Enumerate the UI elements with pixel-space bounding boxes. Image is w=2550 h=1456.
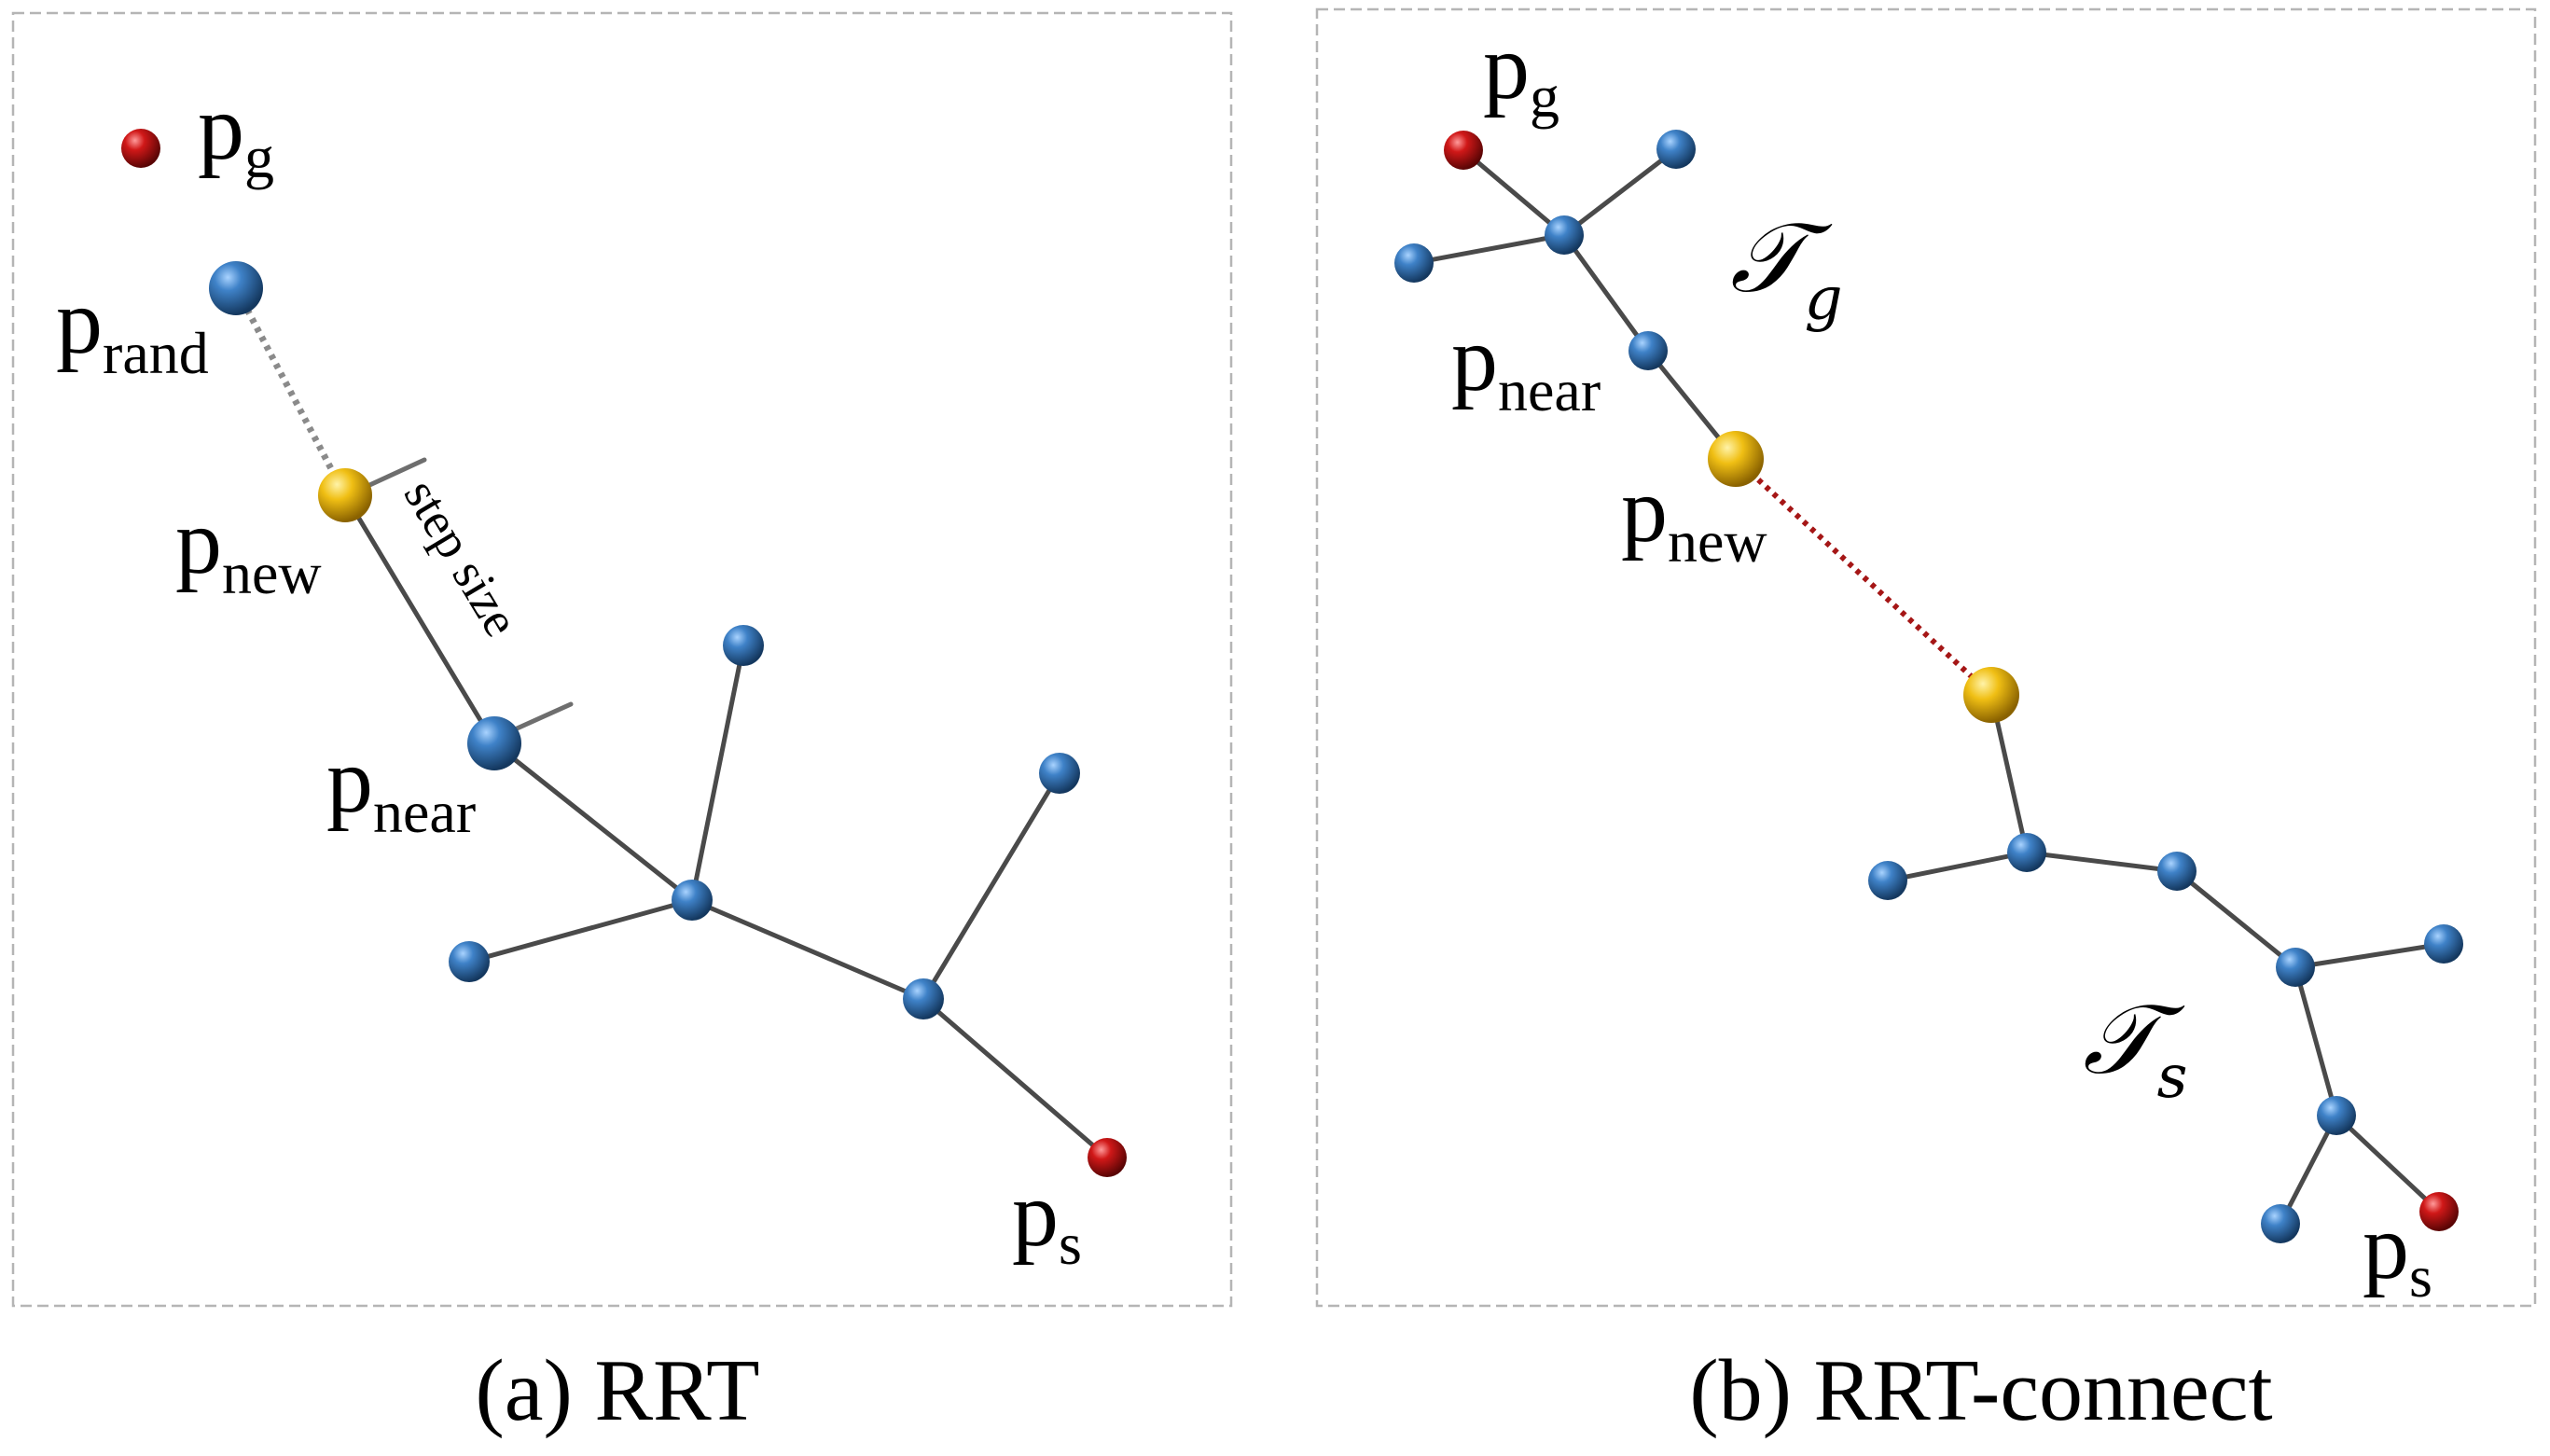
edge (1885, 850, 2030, 883)
edge (689, 897, 926, 1002)
edge-near-to-new (342, 492, 497, 746)
edge (921, 996, 1110, 1160)
edge (466, 897, 695, 964)
edge (492, 741, 695, 903)
edge (1411, 232, 1567, 266)
edge (689, 643, 746, 903)
edge (2293, 964, 2339, 1118)
new-label: pnew (1621, 458, 1767, 575)
step-size-tick-top (363, 457, 427, 490)
edge (1561, 146, 1679, 238)
panel-a: step size pg prand pnew pnear ps (56, 76, 1127, 1277)
tree-node (2261, 1204, 2300, 1243)
caption-rrt-connect: (b) RRT-connect (1689, 1342, 2272, 1439)
edge (921, 770, 1062, 1002)
new-node-goal-tree (1708, 431, 1764, 487)
edge (2024, 850, 2180, 874)
tree-node (672, 880, 713, 921)
tree-node (2424, 924, 2463, 964)
new-label: pnew (175, 490, 322, 606)
tree-node (2007, 833, 2046, 872)
tree-node (1545, 215, 1584, 255)
near-label: pnear (1451, 307, 1601, 423)
edge (1561, 232, 1651, 354)
tree-node (1394, 243, 1434, 283)
new-node-start-tree (1963, 667, 2019, 723)
near-node (1628, 331, 1668, 370)
edge (2334, 1113, 2442, 1214)
goal-node (1444, 131, 1483, 170)
edge (2293, 941, 2446, 970)
tree-node (723, 625, 764, 666)
edge (2278, 1113, 2339, 1227)
start-node (1088, 1138, 1127, 1177)
near-node (467, 716, 521, 770)
tree-node (1656, 130, 1696, 169)
start-tree-label: 𝒯s (2083, 982, 2188, 1112)
edge (1461, 147, 1567, 238)
start-label: ps (1012, 1162, 1082, 1277)
new-node (318, 468, 372, 522)
goal-label: pg (198, 76, 274, 190)
tree-node (2317, 1096, 2356, 1135)
start-label: ps (2363, 1195, 2432, 1310)
edge (2174, 868, 2298, 970)
rand-direction-dotted-line (232, 286, 349, 497)
rand-node (209, 261, 263, 315)
goal-tree-label: 𝒯g (1730, 201, 1843, 334)
rand-label: prand (56, 270, 209, 386)
tree-node (2157, 852, 2197, 891)
step-size-tick-bottom (512, 701, 574, 732)
goal-node (121, 129, 160, 168)
tree-node (2276, 948, 2315, 987)
tree-node (1039, 753, 1080, 794)
tree-node (903, 978, 944, 1019)
tree-node (1868, 861, 1907, 900)
tree-node (449, 941, 490, 982)
panel-b: pg pnear pnew ps 𝒯g 𝒯s (1394, 15, 2463, 1310)
caption-rrt: (a) RRT (476, 1342, 760, 1439)
near-label: pnear (326, 728, 476, 845)
panel-b-frame (1315, 7, 2537, 1308)
goal-label: pg (1483, 15, 1559, 130)
start-node (2419, 1192, 2459, 1231)
panel-a-frame (11, 11, 1233, 1308)
step-size-label: step size (394, 469, 530, 645)
connect-dotted-line (1733, 456, 1994, 698)
